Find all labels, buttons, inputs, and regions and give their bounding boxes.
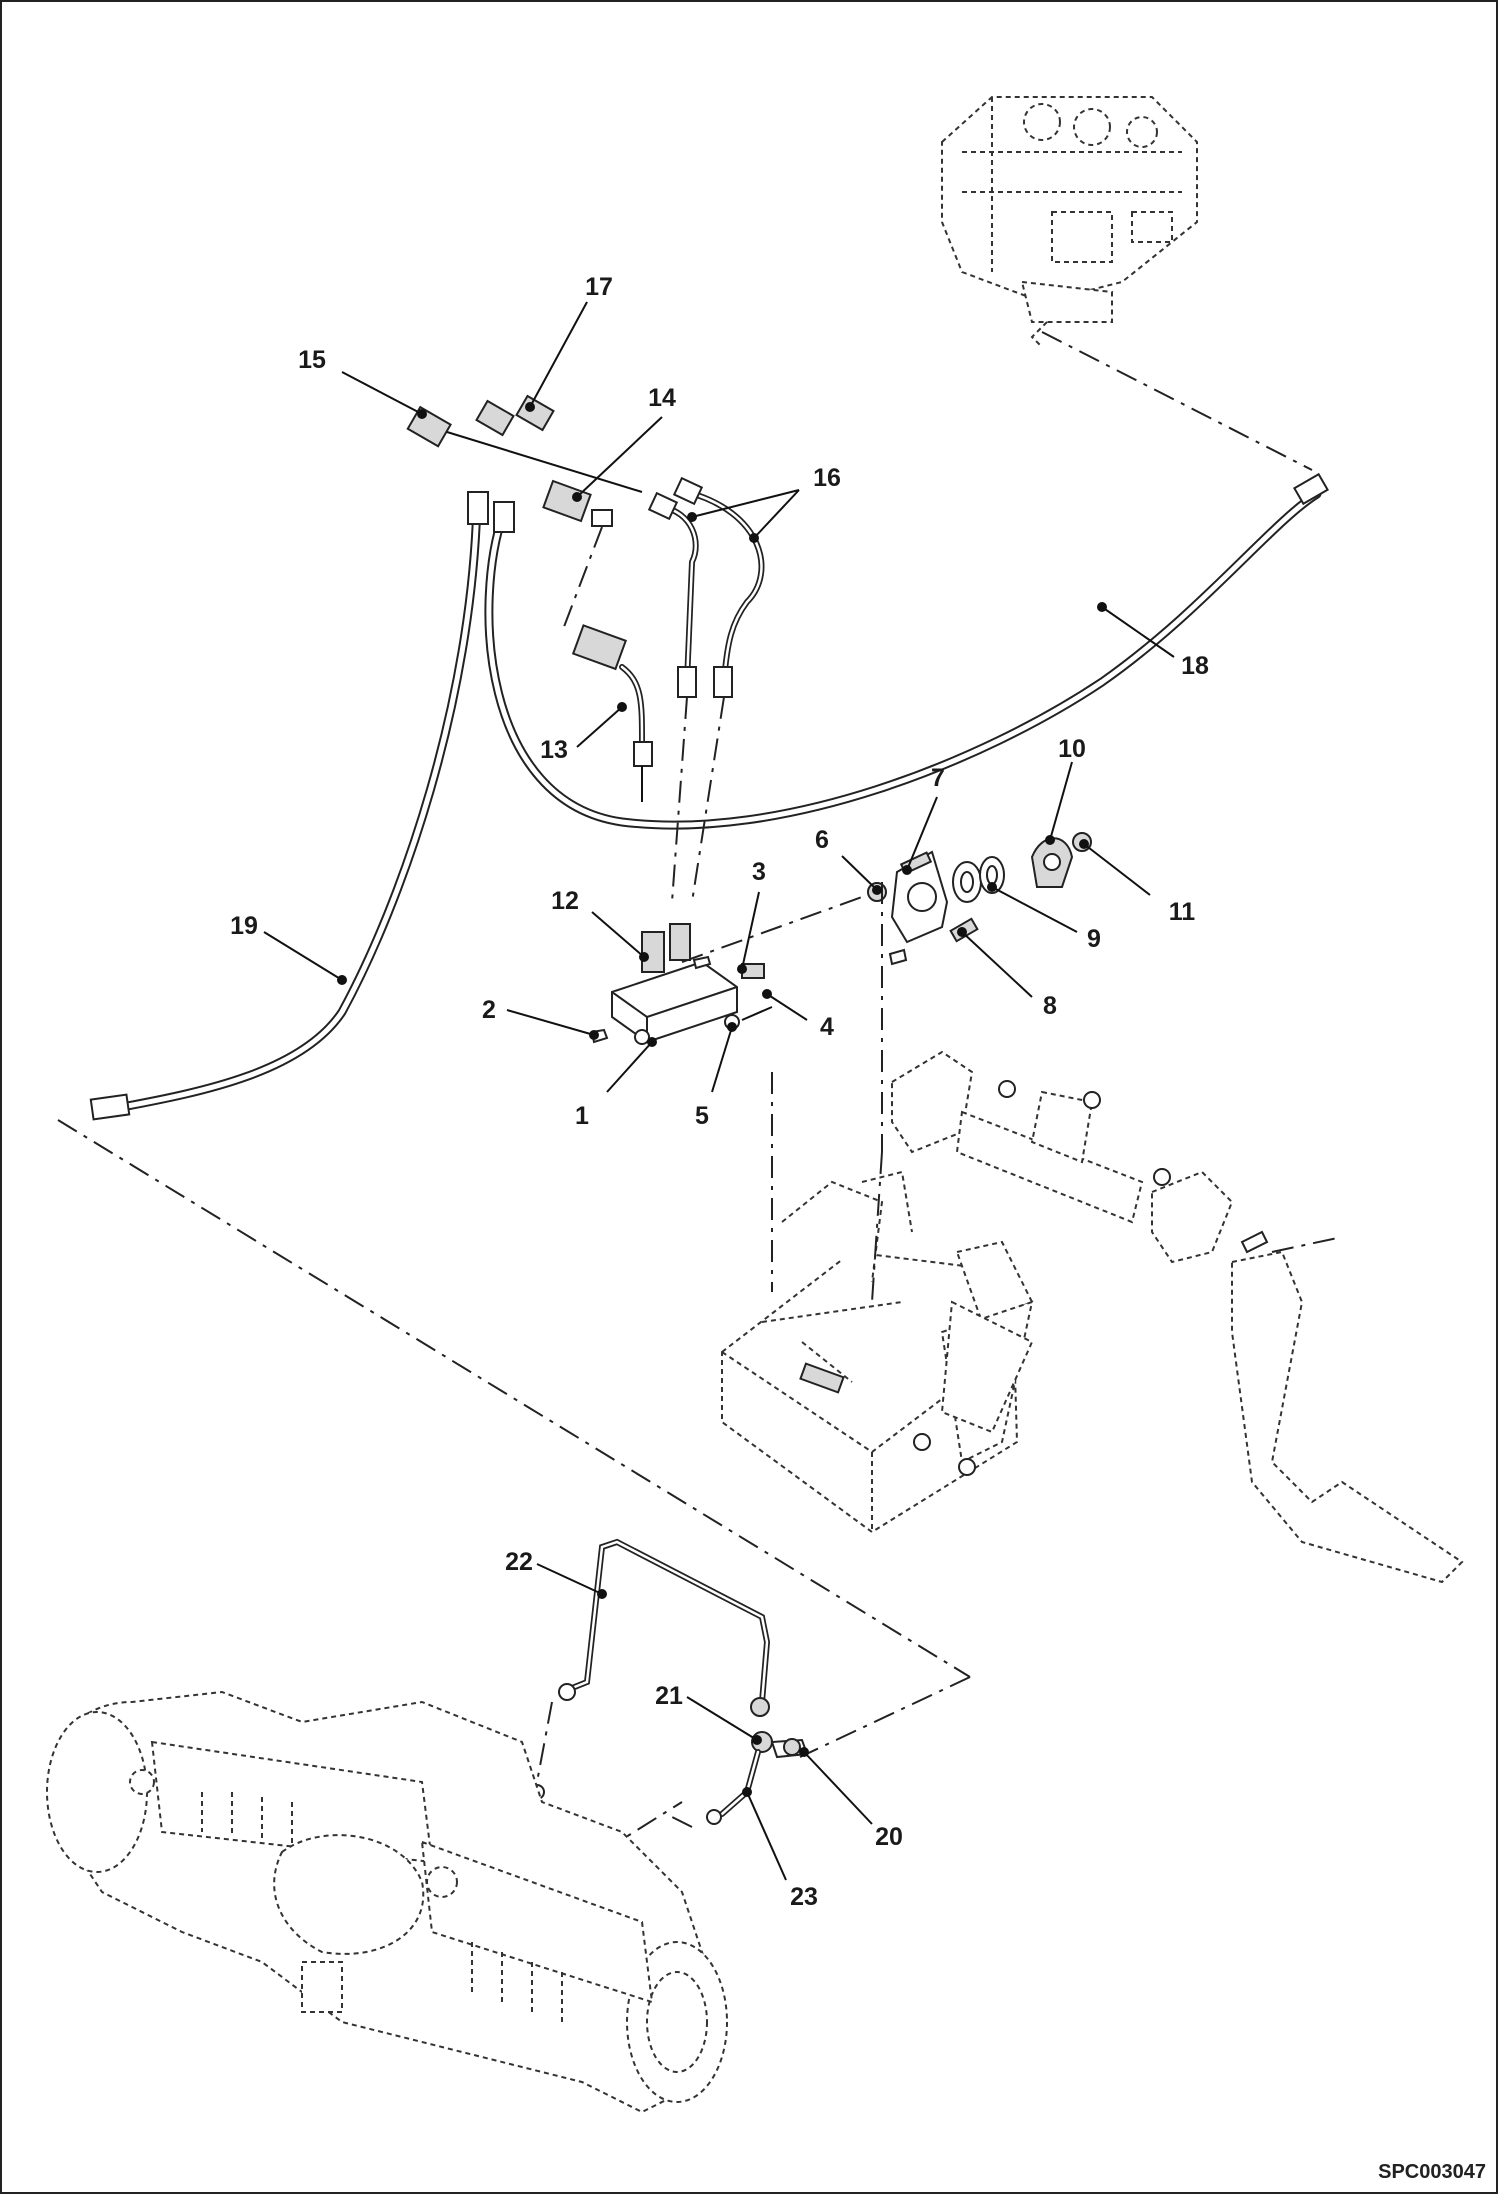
callout-11: 11: [1169, 898, 1196, 926]
callout-10: 10: [1058, 735, 1086, 763]
callout-7: 7: [931, 764, 945, 792]
callout-19: 19: [230, 912, 258, 940]
route-line-axle: [57, 1119, 971, 1678]
brake-tube-22: [529, 1538, 771, 1800]
callout-20: 20: [875, 1823, 903, 1851]
callout-13: 13: [540, 736, 568, 764]
route-line-valve: [1041, 331, 1313, 471]
callout-16: 16: [813, 464, 841, 492]
drawing-code: SPC003047: [1378, 2161, 1486, 2183]
callout-23: 23: [790, 1883, 818, 1911]
callout-group: 1 2 3 4 5 6 7 8 9 10 11 12 13 14 15 16 1…: [230, 273, 1209, 1911]
callout-5: 5: [695, 1102, 709, 1130]
callout-3: 3: [752, 858, 766, 886]
callout-22: 22: [505, 1548, 533, 1576]
control-valve-assembly: [941, 96, 1198, 348]
pedal-bracket: [721, 882, 1034, 1534]
brake-valve-block: [590, 923, 773, 1045]
callout-8: 8: [1043, 992, 1057, 1020]
hose-19: [89, 491, 489, 1121]
callout-4: 4: [820, 1013, 834, 1041]
hose-13: [571, 624, 653, 802]
callout-15: 15: [298, 346, 326, 374]
route-line-fitting: [799, 1676, 971, 1758]
callout-18: 18: [1181, 652, 1209, 680]
fittings-top: [406, 394, 643, 633]
callout-14: 14: [648, 384, 676, 412]
callout-2: 2: [482, 996, 496, 1024]
callout-21: 21: [655, 1682, 683, 1710]
route-line-7: [681, 896, 863, 963]
callout-1: 1: [575, 1102, 589, 1130]
axle-housing: [46, 1690, 728, 2114]
brake-pedal: [891, 1050, 1464, 1584]
callout-6: 6: [815, 826, 829, 854]
callout-9: 9: [1087, 925, 1101, 953]
callout-17: 17: [585, 273, 613, 301]
hoses-16: [647, 476, 765, 903]
pedal-valve-components: [867, 832, 1092, 966]
callout-12: 12: [551, 887, 579, 915]
hose-18: [484, 472, 1329, 830]
